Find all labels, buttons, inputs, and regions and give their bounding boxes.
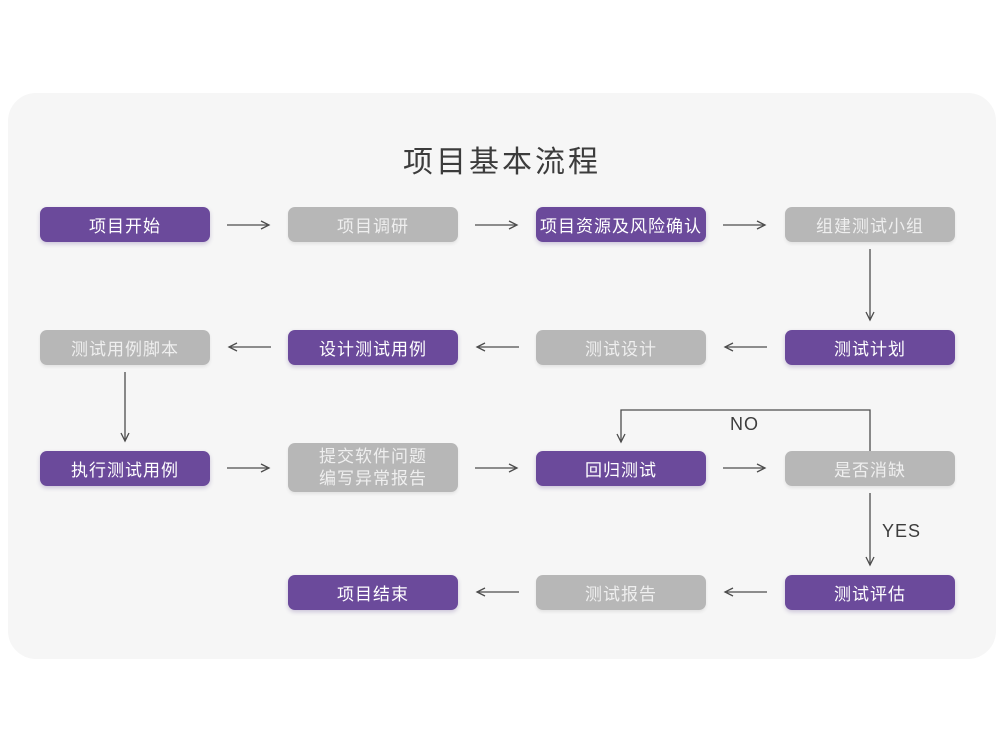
no-edge-label: NO	[730, 414, 759, 434]
node-resource-risk-confirm: 项目资源及风险确认	[536, 207, 706, 242]
node-defect-cleared: 是否消缺	[785, 451, 955, 486]
node-build-test-team: 组建测试小组	[785, 207, 955, 242]
flowchart-panel: 项目基本流程	[8, 93, 996, 659]
node-regression-test: 回归测试	[536, 451, 706, 486]
node-project-start: 项目开始	[40, 207, 210, 242]
node-project-end: 项目结束	[288, 575, 458, 610]
node-execute-test-cases: 执行测试用例	[40, 451, 210, 486]
node-test-report: 测试报告	[536, 575, 706, 610]
node-test-evaluation: 测试评估	[785, 575, 955, 610]
node-test-case-script: 测试用例脚本	[40, 330, 210, 365]
node-submit-issues: 提交软件问题 编写异常报告	[288, 443, 458, 492]
node-test-plan: 测试计划	[785, 330, 955, 365]
node-submit-issues-line2: 编写异常报告	[319, 468, 427, 488]
node-test-design: 测试设计	[536, 330, 706, 365]
node-design-test-cases: 设计测试用例	[288, 330, 458, 365]
page-title: 项目基本流程	[403, 146, 601, 179]
arrow-no-loop	[616, 409, 871, 451]
yes-edge-label: YES	[882, 521, 922, 541]
node-project-research: 项目调研	[288, 207, 458, 242]
node-submit-issues-line1: 提交软件问题	[319, 446, 427, 466]
flow-connectors	[120, 220, 875, 597]
